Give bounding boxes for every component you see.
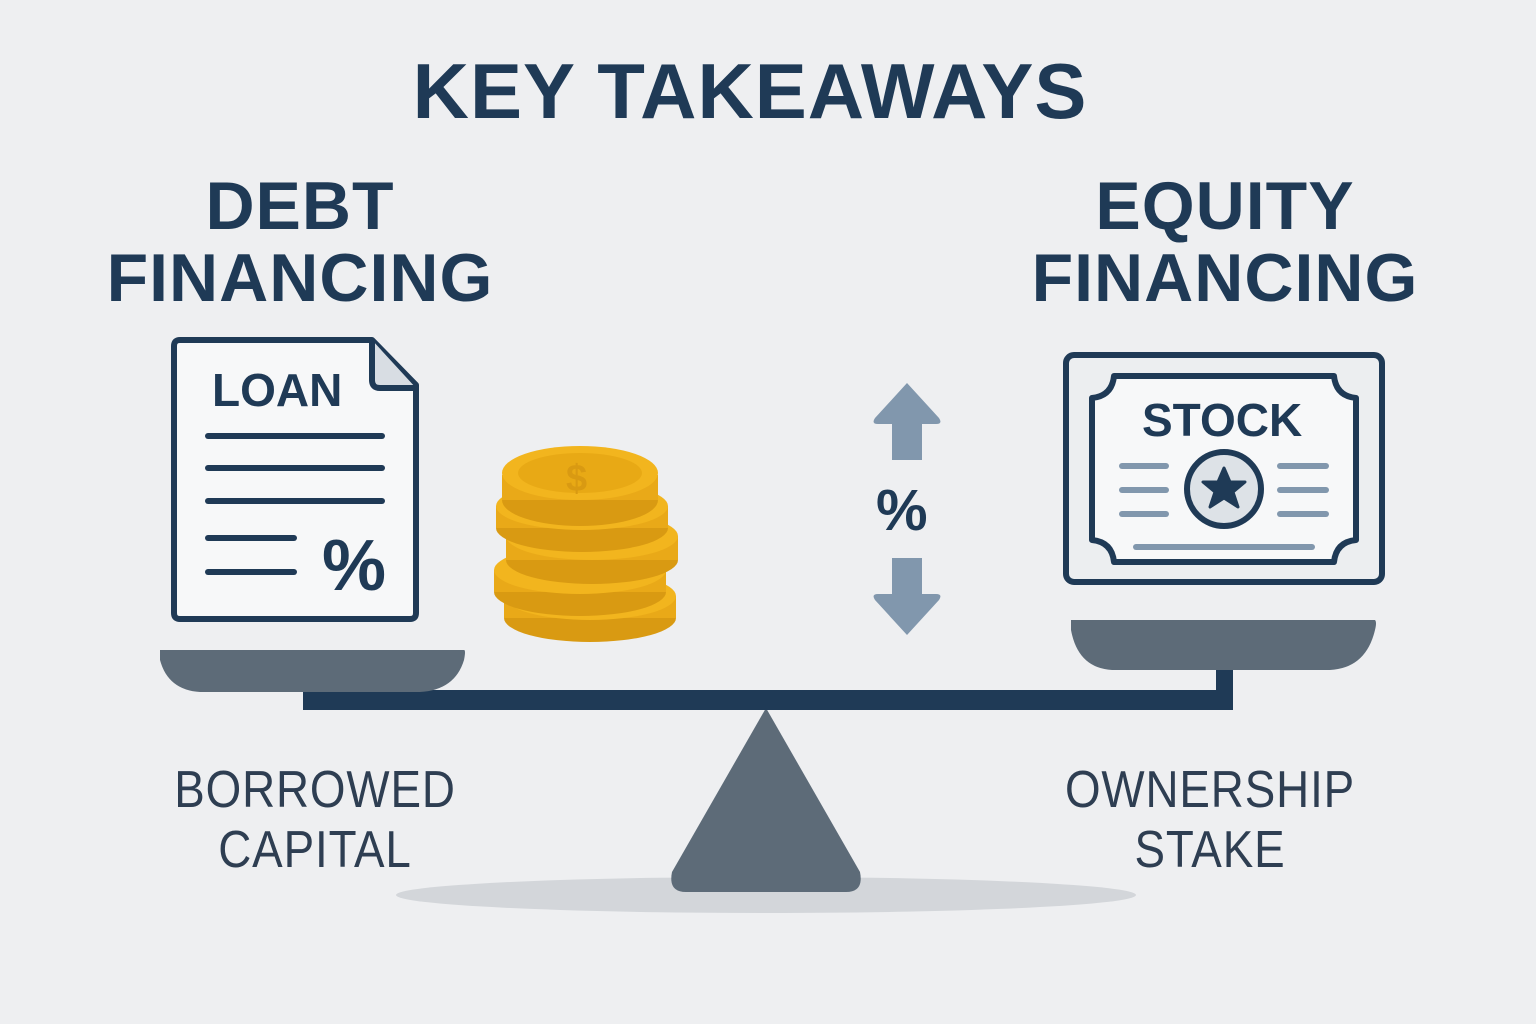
- caption-right-line1: OWNERSHIP: [1064, 761, 1356, 819]
- star-seal-icon: [1184, 449, 1264, 529]
- caption-left-line1: BORROWED: [174, 761, 456, 819]
- borrowed-capital-caption: BORROWED CAPITAL: [135, 760, 496, 880]
- debt-heading-line1: DEBT: [205, 168, 395, 244]
- equity-heading-line2: FINANCING: [1031, 240, 1419, 316]
- debt-financing-heading: DEBT FINANCING: [100, 170, 500, 314]
- debt-heading-line2: FINANCING: [106, 240, 494, 316]
- ownership-stake-caption: OWNERSHIP STAKE: [1034, 760, 1386, 880]
- equity-heading-line1: EQUITY: [1095, 168, 1355, 244]
- coin-stack-icon: $: [494, 446, 678, 642]
- stock-label: STOCK: [1142, 394, 1302, 446]
- caption-left-line2: CAPITAL: [218, 821, 412, 879]
- loan-document-icon: LOAN %: [171, 337, 419, 622]
- equity-financing-heading: EQUITY FINANCING: [1020, 170, 1430, 314]
- balance-scale-icon: [160, 620, 1376, 892]
- arrow-down-icon: [873, 558, 941, 635]
- dollar-symbol: $: [566, 458, 587, 500]
- loan-percent-symbol: %: [322, 526, 386, 606]
- center-percent-symbol: %: [876, 478, 928, 543]
- loan-label: LOAN: [212, 364, 342, 416]
- scale-shadow: [396, 877, 1136, 913]
- caption-right-line2: STAKE: [1134, 821, 1286, 879]
- page-title: KEY TAKEAWAYS: [412, 47, 1088, 135]
- arrow-up-icon: [873, 383, 941, 460]
- stock-certificate-icon: STOCK: [1063, 352, 1385, 585]
